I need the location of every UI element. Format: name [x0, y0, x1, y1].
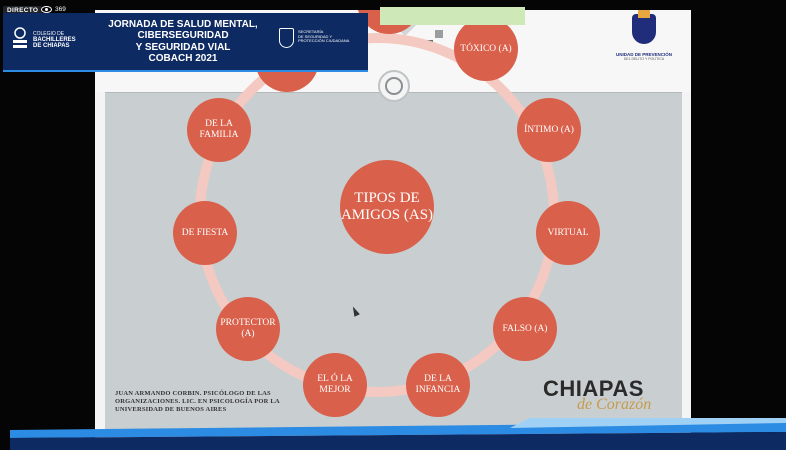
- node-label: DE FIESTA: [181, 227, 229, 238]
- node-label: VIRTUAL: [547, 227, 589, 238]
- node-label: EL Ó LA MEJOR: [317, 374, 353, 395]
- event-banner: COLEGIO DE BACHILLERES DE CHIAPAS JORNAD…: [3, 13, 368, 72]
- center-label: TIPOS DE AMIGOS (AS): [340, 190, 434, 223]
- ring-node-de-fiesta: DE FIESTA: [173, 201, 237, 265]
- sspc-text: SECRETARÍA DE SEGURIDAD Y PROTECCIÓN CIU…: [298, 29, 362, 44]
- sspc-shield-icon: [279, 28, 294, 48]
- sspc-line: PROTECCIÓN CIUDADANA: [298, 38, 350, 44]
- node-label: FALSO (A): [502, 323, 548, 334]
- bottom-stripe-decoration: [10, 418, 786, 450]
- slide-credit: JUAN ARMANDO CORBIN. PSICÓLOGO DE LAS OR…: [115, 390, 280, 413]
- chiapas-brand: CHIAPAS: [543, 376, 644, 401]
- eye-icon: [41, 6, 52, 13]
- node-label: DE LA INFANCIA: [415, 374, 461, 395]
- ring-node-protector: PROTECTOR (A): [216, 297, 280, 361]
- node-label: PROTECTOR (A): [220, 318, 276, 339]
- banner-title-line: Y SEGURIDAD VIAL: [135, 41, 231, 53]
- ring-node-de-la-infancia: DE LA INFANCIA: [406, 353, 470, 417]
- slide-circle-ornament: [378, 70, 410, 102]
- viewer-count: 369: [41, 6, 66, 13]
- node-label: ÍNTIMO (A): [524, 124, 574, 135]
- cobach-emblem-icon: [13, 27, 27, 48]
- cobach-small: COLEGIO DE: [33, 31, 65, 37]
- cobach-state: DE CHIAPAS: [33, 43, 70, 49]
- center-node: TIPOS DE AMIGOS (AS): [340, 160, 434, 254]
- upd-title: UNIDAD DE PREVENCIÓN: [615, 52, 672, 57]
- corazon-brand: de Corazón: [577, 396, 652, 413]
- ring-node-virtual: VIRTUAL: [536, 201, 600, 265]
- sspc-line: DE SEGURIDAD Y: [298, 33, 333, 39]
- banner-title-line: CIBERSEGURIDAD: [137, 30, 229, 41]
- presentation-slide: TÓXICO (A) ÍNTIMO (A) VIRTUAL FALSO (A) …: [95, 10, 691, 450]
- decorative-cube: [435, 30, 443, 38]
- cobach-name: BACHILLERES: [33, 37, 76, 43]
- ring-node-el-o-la-mejor: EL Ó LA MEJOR: [303, 353, 367, 417]
- ring-node-falso: FALSO (A): [493, 297, 557, 361]
- viewer-count-value: 369: [55, 6, 66, 13]
- node-label: TÓXICO (A): [460, 43, 512, 54]
- sspc-line: SECRETARÍA: [298, 29, 324, 34]
- banner-title: JORNADA DE SALUD MENTAL, CIBERSEGURIDAD …: [98, 13, 268, 70]
- ring-node-toxico: TÓXICO (A): [454, 17, 518, 81]
- ring-node-intimo: ÍNTIMO (A): [517, 98, 581, 162]
- top-green-bar: [380, 7, 525, 25]
- banner-title-line: JORNADA DE SALUD MENTAL,: [108, 18, 258, 30]
- upd-subtitle: DEL DELITO Y POLÍTICA: [623, 57, 665, 61]
- ring-node-de-la-familia: DE LA FAMILIA: [187, 98, 251, 162]
- live-badge: DIRECTO: [3, 6, 43, 15]
- node-label: DE LA FAMILIA: [199, 119, 239, 140]
- upd-logo: UNIDAD DE PREVENCIÓN DEL DELITO Y POLÍTI…: [609, 10, 679, 61]
- cobach-text: COLEGIO DE BACHILLERES DE CHIAPAS: [33, 31, 93, 49]
- banner-title-line: COBACH 2021: [148, 53, 218, 64]
- upd-shield-icon: [632, 10, 656, 44]
